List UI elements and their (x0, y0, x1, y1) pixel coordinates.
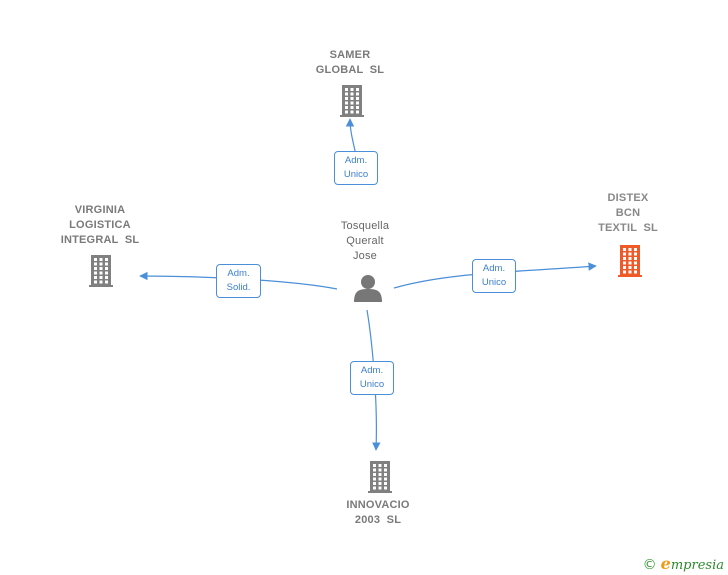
relation-label-innovacio: Adm.Unico (350, 361, 394, 395)
empresia-logo-text: mpresia (670, 558, 724, 573)
building-icon[interactable] (618, 245, 642, 277)
building-icon[interactable] (89, 255, 113, 287)
relation-label-samer: Adm.Unico (334, 151, 378, 185)
relation-label-virginia: Adm.Solid. (216, 264, 261, 298)
building-icon[interactable] (368, 461, 392, 493)
copyright-icon: © (642, 557, 657, 573)
empresia-logo-initial: e (660, 554, 671, 573)
brand-footer[interactable]: ©empresia (643, 554, 724, 573)
person-icon[interactable] (354, 275, 382, 302)
relation-label-distex: Adm.Unico (472, 259, 516, 293)
building-icon[interactable] (340, 85, 364, 117)
